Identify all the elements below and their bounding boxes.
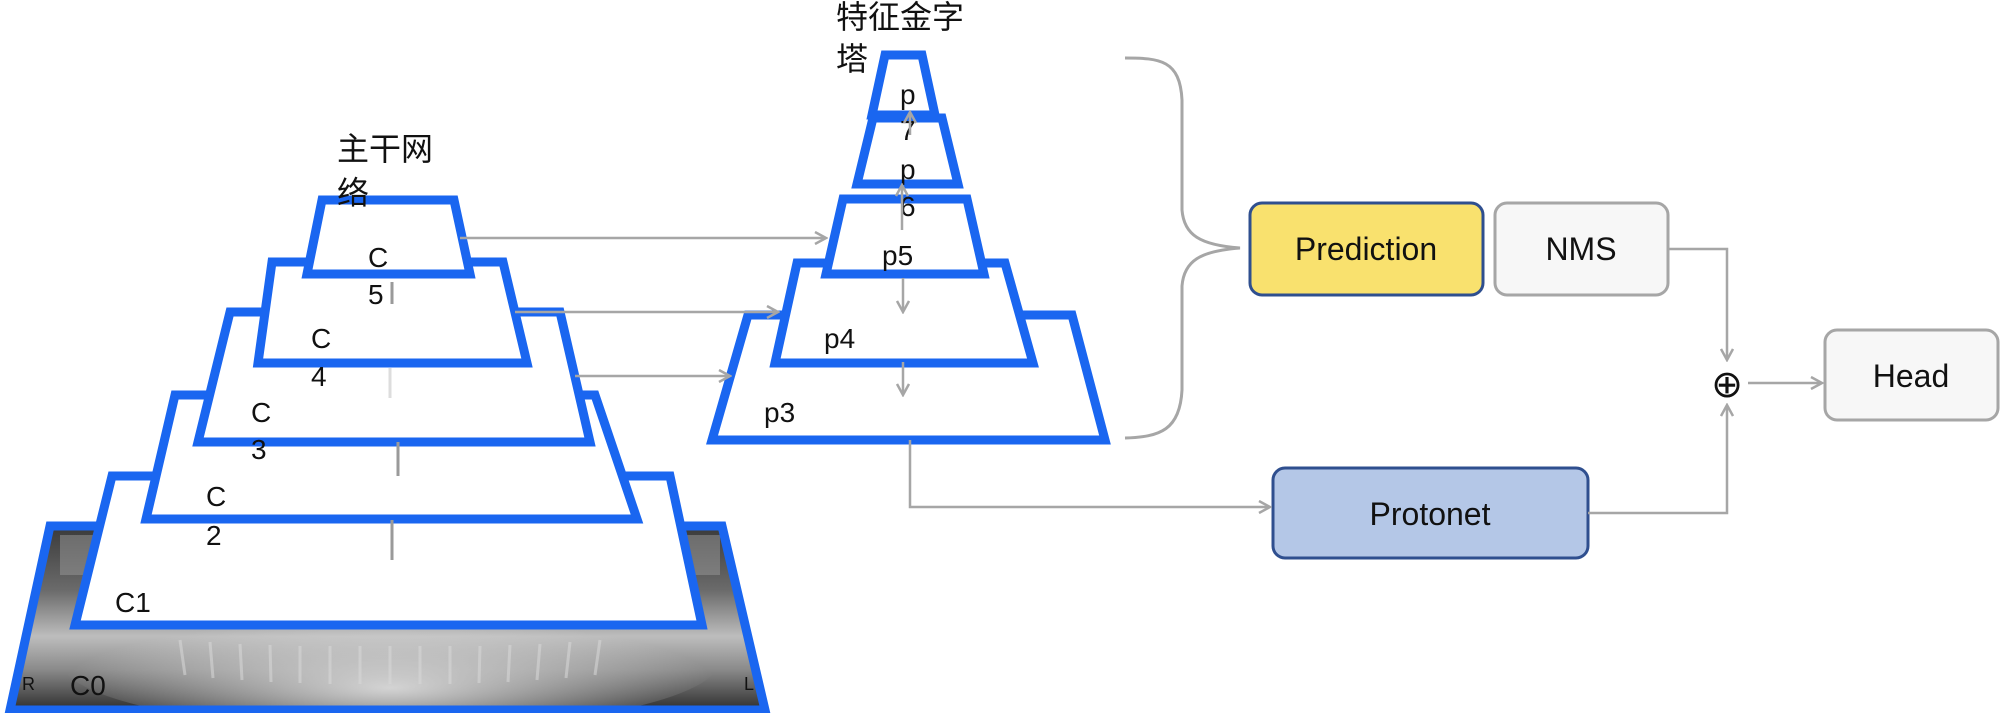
c5-label-line1: C: [368, 242, 388, 273]
fpn-brace: [1124, 56, 1241, 440]
backbone-title-line1: 主干网: [337, 131, 433, 167]
nms-label: NMS: [1545, 231, 1616, 267]
p3-label: p3: [764, 397, 795, 428]
c2-label-line2: 2: [206, 520, 222, 551]
xray-marker-r: R: [22, 674, 35, 694]
head-box: Head: [1823, 328, 2000, 422]
prediction-label: Prediction: [1295, 231, 1437, 267]
feature-pyramid: p3 p4 p5 p 6 p 7 特征金字 塔: [706, 0, 1111, 445]
fpn-title-line2: 塔: [836, 41, 868, 77]
c4-label-line1: C: [311, 323, 331, 354]
p4-label: p4: [824, 323, 855, 354]
fpn-title-line1: 特征金字: [836, 0, 964, 35]
xray-marker-l: L: [744, 674, 754, 694]
arrow-p3-protonet: [908, 440, 1270, 507]
c0-label: C0: [70, 670, 106, 701]
backbone-pyramid: R L C0 C1 C 2 C 3 C 4 C 5 主干网 络: [4, 131, 771, 713]
c5-label-line2: 5: [368, 279, 384, 310]
backbone-connectors: [388, 282, 400, 560]
protonet-box: Protonet: [1271, 466, 1590, 560]
fpn-internal-arrows: [902, 112, 910, 395]
c5-level: [301, 195, 476, 279]
p6-label-line2: 6: [900, 191, 916, 222]
nms-box: NMS: [1493, 201, 1670, 297]
c3-label-line1: C: [251, 397, 271, 428]
c1-label: C1: [115, 587, 151, 618]
protonet-label: Protonet: [1370, 496, 1491, 532]
p5-label: p5: [882, 240, 913, 271]
head-label: Head: [1873, 358, 1950, 394]
combine-symbol: ⊕: [1711, 364, 1743, 406]
p7-label-line1: p: [900, 79, 916, 110]
c2-label-line1: C: [206, 481, 226, 512]
prediction-box: Prediction: [1248, 201, 1485, 297]
lateral-arrows: [460, 238, 826, 376]
p7-level: [866, 50, 941, 120]
output-arrows: [908, 247, 1822, 515]
c3-label-line2: 3: [251, 434, 267, 465]
p6-label-line1: p: [900, 154, 916, 185]
p5-level: [820, 194, 990, 279]
arrow-protonet-combine: [1588, 405, 1727, 515]
arrow-nms-combine: [1668, 247, 1727, 360]
backbone-title-line2: 络: [337, 175, 369, 211]
p7-label-line2: 7: [900, 115, 916, 146]
c4-label-line2: 4: [311, 361, 327, 392]
